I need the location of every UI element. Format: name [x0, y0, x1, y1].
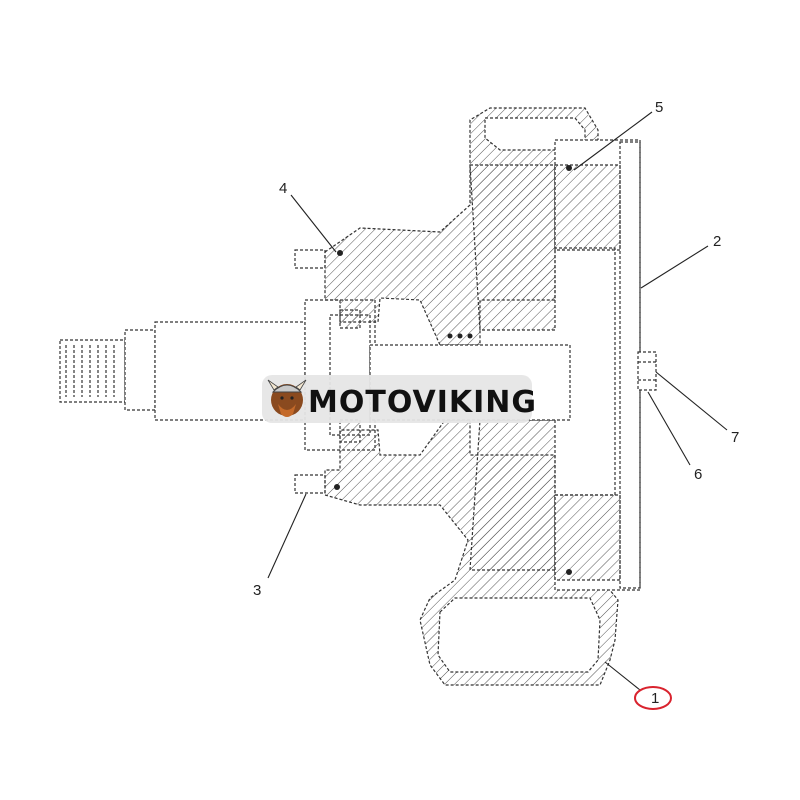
- leader-line-6: [647, 391, 691, 466]
- seal-balls: [334, 165, 572, 575]
- leader-line-5: [573, 111, 653, 171]
- watermark: MOTOVIKING: [262, 375, 537, 423]
- leader-line-2: [640, 245, 709, 289]
- callout-7: 7: [731, 429, 739, 446]
- cover-plate: [554, 139, 641, 591]
- callout-3: 3: [253, 582, 261, 599]
- drain-plug: [637, 351, 657, 391]
- leader-line-7: [655, 371, 728, 431]
- leader-line-4: [290, 194, 337, 253]
- callout-6: 6: [694, 466, 702, 483]
- watermark-text: MOTOVIKING: [308, 385, 537, 420]
- callout-4: 4: [279, 180, 287, 197]
- viking-logo-icon: [267, 379, 307, 417]
- leader-line-1: [604, 661, 641, 691]
- callout-5: 5: [655, 99, 663, 116]
- callout-1: 1: [651, 690, 659, 707]
- callout-1-highlight-ring: [634, 686, 672, 710]
- callout-2: 2: [713, 233, 721, 250]
- impeller: [369, 164, 571, 571]
- leader-line-3: [267, 493, 307, 579]
